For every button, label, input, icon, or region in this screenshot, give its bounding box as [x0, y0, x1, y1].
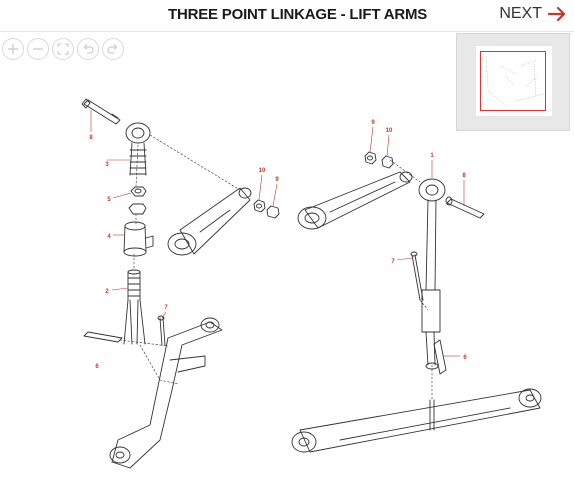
undo-icon — [83, 44, 94, 54]
callout-leaders — [90, 110, 465, 357]
right-cross-pin — [433, 339, 447, 375]
expand-icon — [57, 43, 69, 55]
right-leader-lines — [389, 159, 433, 401]
next-button[interactable]: NEXT — [499, 5, 566, 23]
diagram-toolbar — [2, 38, 124, 60]
callout-8-left: 8 — [89, 135, 93, 141]
left-nut-9 — [266, 205, 280, 219]
right-cotter-pin — [410, 251, 424, 301]
minus-icon — [33, 48, 43, 50]
left-cross-pin — [83, 331, 123, 343]
callout-9-left: 9 — [275, 177, 279, 183]
right-nut-10 — [381, 155, 394, 169]
callout-10-left: 10 — [259, 168, 266, 174]
next-label: NEXT — [499, 5, 542, 22]
callout-2: 2 — [105, 289, 109, 295]
redo-icon — [107, 44, 118, 54]
plus-icon — [8, 44, 18, 54]
zoom-out-button[interactable] — [27, 38, 49, 60]
right-pin — [445, 196, 485, 219]
left-nut-10 — [253, 199, 266, 213]
callout-9-right: 9 — [371, 120, 375, 126]
exploded-parts-diagram: 8 3 5 4 2 7 6 10 9 9 10 1 8 7 6 — [81, 98, 542, 469]
left-nut-5 — [128, 186, 147, 215]
callout-7-left: 7 — [164, 305, 168, 311]
callout-8-right: 8 — [462, 173, 466, 179]
page-title: THREE POINT LINKAGE - LIFT ARMS — [168, 6, 428, 23]
left-lift-arm — [167, 187, 252, 256]
right-lift-arm — [297, 171, 413, 230]
header-bar: THREE POINT LINKAGE - LIFT ARMS NEXT — [0, 0, 574, 32]
callout-labels: 8 3 5 4 2 7 6 10 9 9 10 1 8 7 6 — [89, 120, 467, 370]
callout-10-right: 10 — [386, 128, 393, 134]
callout-7-right: 7 — [391, 259, 395, 265]
diagram-minimap[interactable] — [456, 33, 570, 131]
redo-button[interactable] — [102, 38, 124, 60]
left-lower-rod — [123, 269, 146, 345]
callout-4: 4 — [107, 234, 111, 240]
minimap-thumbnail — [485, 55, 545, 107]
minimap-viewport[interactable] — [480, 51, 546, 111]
callout-6-left: 6 — [95, 364, 99, 370]
fit-screen-button[interactable] — [52, 38, 74, 60]
arrow-right-icon — [548, 6, 566, 22]
minimap-preview — [476, 46, 552, 116]
left-pin — [81, 98, 121, 125]
callout-5: 5 — [107, 197, 111, 203]
left-lower-link — [109, 317, 223, 469]
right-nut-9 — [364, 151, 377, 165]
right-lift-rod — [418, 178, 446, 431]
left-leader-lines — [119, 134, 241, 385]
callout-1: 1 — [430, 153, 434, 159]
right-lower-link — [291, 388, 542, 453]
left-cotter-pin — [157, 315, 166, 346]
left-housing — [123, 221, 154, 257]
undo-button[interactable] — [77, 38, 99, 60]
callout-3: 3 — [105, 162, 109, 168]
callout-6-right: 6 — [463, 355, 467, 361]
zoom-in-button[interactable] — [2, 38, 24, 60]
